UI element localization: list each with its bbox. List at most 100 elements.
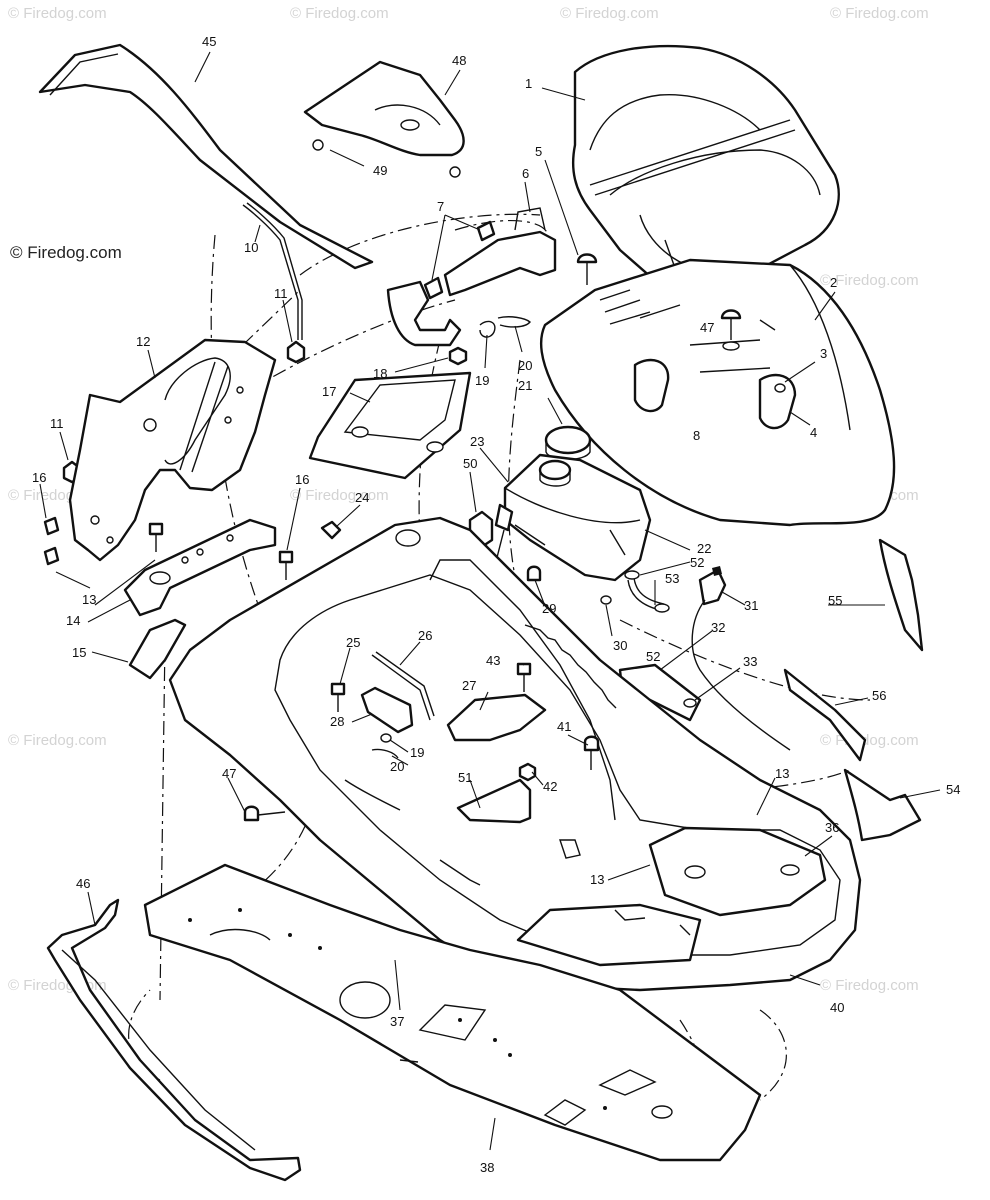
watermark: © Firedog.com [8, 732, 107, 749]
part-18-nut [448, 346, 468, 366]
part-6-seat-bracket [443, 207, 557, 297]
watermark: © Firedog.com [820, 272, 919, 289]
callout-23: 23 [470, 434, 484, 449]
callout-3: 3 [820, 346, 827, 361]
part-45-fender-strip [38, 43, 374, 270]
callout-16: 16 [32, 470, 46, 485]
callout-15: 15 [72, 645, 86, 660]
leader-lines [39, 51, 941, 1151]
part-14-bracket [123, 518, 277, 617]
watermark: © Firedog.com [290, 487, 389, 504]
callout-28: 28 [330, 714, 344, 729]
callout-4: 4 [810, 425, 817, 440]
callout-13: 13 [775, 766, 789, 781]
part-7-bolt [423, 220, 496, 300]
callout-47: 47 [222, 766, 236, 781]
watermark: © Firedog.com [8, 5, 107, 22]
callout-52: 52 [690, 555, 704, 570]
callout-54: 54 [946, 782, 960, 797]
part-28-bracket [360, 686, 414, 734]
part-29-plug [526, 565, 542, 582]
callout-5: 5 [535, 144, 542, 159]
callout-20: 20 [390, 759, 404, 774]
callout-42: 42 [543, 779, 557, 794]
part-56-trim [783, 668, 867, 762]
callout-10: 10 [244, 240, 258, 255]
part-54-shield [843, 768, 922, 842]
part-6-lower-bracket [386, 280, 462, 347]
watermark: © Firedog.com [830, 5, 929, 22]
part-15-pad [128, 618, 187, 680]
part-48-bracket-plate [303, 60, 465, 178]
callout-49: 49 [373, 163, 387, 178]
callout-56: 56 [872, 688, 886, 703]
part-23-fuel-tank [503, 453, 652, 582]
callout-38: 38 [480, 1160, 494, 1175]
callout-16: 16 [295, 472, 309, 487]
callout-33: 33 [743, 654, 757, 669]
part-51-bracket [456, 778, 532, 824]
callout-1: 1 [525, 76, 532, 91]
part-27-plate [446, 693, 547, 742]
part-41-bolt [583, 735, 600, 770]
callout-31: 31 [744, 598, 758, 613]
part-43-bolt [516, 662, 532, 692]
part-24-fitting [320, 520, 342, 540]
callout-13: 13 [82, 592, 96, 607]
callout-53: 53 [665, 571, 679, 586]
watermark: © Firedog.com [290, 5, 389, 22]
part-36-plate [648, 826, 827, 917]
callout-29: 29 [542, 601, 556, 616]
callout-8: 8 [693, 428, 700, 443]
part-19-clip [479, 320, 496, 338]
part-2-seat-pan [539, 258, 896, 527]
part-52-53-hose [624, 570, 670, 613]
callout-52: 52 [646, 649, 660, 664]
part-16-bolt [43, 516, 294, 580]
callout-22: 22 [697, 541, 711, 556]
callout-19: 19 [410, 745, 424, 760]
callout-14: 14 [66, 613, 80, 628]
callout-47: 47 [700, 320, 714, 335]
callout-12: 12 [136, 334, 150, 349]
callout-30: 30 [613, 638, 627, 653]
part-26-rod [371, 651, 435, 721]
callout-labels: 45 48 49 1 5 2 3 4 6 7 8 10 11 12 11 16 … [32, 34, 960, 1175]
callout-2: 2 [830, 275, 837, 290]
callout-43: 43 [486, 653, 500, 668]
watermark: © Firedog.com [560, 5, 659, 22]
callout-55: 55 [828, 593, 842, 608]
callout-50: 50 [463, 456, 477, 471]
part-55-panel [878, 538, 924, 652]
firedog-logo: © Firedog.com [10, 243, 122, 262]
part-38-frame-plate [143, 863, 762, 1162]
watermark: © Firedog.com [820, 977, 919, 994]
callout-46: 46 [76, 876, 90, 891]
part-47-bolt-top [720, 309, 742, 351]
callout-40: 40 [830, 1000, 844, 1015]
part-10-rod [242, 202, 303, 340]
callout-41: 41 [557, 719, 571, 734]
part-50-valve [468, 503, 514, 586]
part-47-bolt-lower [243, 805, 286, 822]
part-20-spring [497, 316, 531, 328]
watermark: © Firedog.com [820, 732, 919, 749]
callout-21: 21 [518, 378, 532, 393]
part-17-cover-plate [308, 371, 472, 480]
callout-27: 27 [462, 678, 476, 693]
callout-20: 20 [518, 358, 532, 373]
part-46-side-rail [46, 898, 302, 1182]
part-19-20-lower-hardware [371, 733, 399, 759]
callout-45: 45 [202, 34, 216, 49]
part-1-seat [571, 44, 840, 297]
callout-19: 19 [475, 373, 489, 388]
callout-26: 26 [418, 628, 432, 643]
part-12-bracket [68, 338, 277, 562]
part-30-clamp [600, 595, 612, 605]
part-37-plate [516, 903, 702, 967]
part-31-switch [691, 566, 791, 751]
callout-51: 51 [458, 770, 472, 785]
callout-18: 18 [373, 366, 387, 381]
part-21-gas-cap [544, 425, 592, 461]
